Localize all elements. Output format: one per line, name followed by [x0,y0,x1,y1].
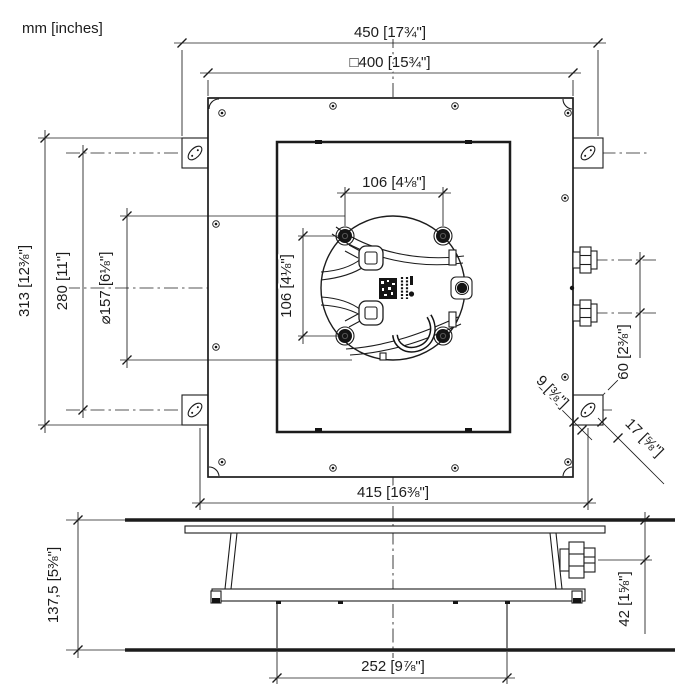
foot [276,601,281,604]
units-label: mm [inches] [22,20,103,37]
tab [465,140,472,144]
dimension-label: 415 [16⅜"] [357,484,429,501]
dim-fitting-depth: 42 [1⅝"] [598,512,652,634]
left-wall [224,532,232,590]
dim-fitting-spacing: 60 [2⅜"] [613,252,646,382]
flange [211,588,586,602]
dim-ear-spacing: 280 [11"] [52,145,89,418]
ear-bottom-right [572,394,604,426]
tab [315,428,322,432]
hook [392,314,436,353]
foot [338,601,343,604]
ear-top-left [181,137,209,169]
dimension-label: 42 [1⅝"] [616,571,633,626]
dim-slot-length: 17 [⅝"] [596,413,669,485]
dim-overall-height: 313 [12⅜"] [14,130,182,433]
hex-fitting-lower [572,299,598,327]
coupler [448,249,457,266]
corner-detail [208,466,220,477]
flange-clip-left [210,590,222,604]
tab [315,140,322,144]
corner-detail [562,98,573,110]
screw [433,226,453,246]
right-wall-inner [549,532,557,590]
dim-duct-width: 252 [9⅞"] [269,652,515,684]
dimension-line [535,383,593,441]
centerline-point [569,285,575,291]
dimension-label: 106 [4⅛"] [278,254,295,318]
dimension-line [597,417,665,485]
left-wall-inner [230,532,238,590]
square-boss-lower [358,300,384,326]
dim-plate-size: □400 [15¾"] [200,52,581,96]
ear-top-right [572,137,604,169]
tab [465,428,472,432]
qr-code [379,278,397,299]
dimension-label: 106 [4⅛"] [362,174,426,191]
section-view: 137,5 [5⅜"] 42 [1⅝"] 252 [9⅞"] [43,506,675,684]
dimension-label: 137,5 [5⅜"] [45,547,62,623]
mounting-ears [181,137,604,426]
ear-bottom-left [181,394,209,426]
dimension-label: 280 [11"] [54,252,71,310]
right-wall [555,532,563,590]
screw [335,326,355,346]
dimension-label: 252 [9⅞"] [361,658,425,675]
dimension-label: 60 [2⅜"] [615,324,632,379]
dimension-label: 17 [⅝"] [622,415,667,460]
bottom-notch [379,352,387,361]
foot [453,601,458,604]
corner-detail [208,98,220,110]
dim-screw-spacing-h: 106 [4⅛"] [337,172,451,226]
valve-body [320,215,473,361]
screw [433,326,453,346]
hex-fitting-upper [572,246,598,274]
dimension-label: ⌀157 [6⅛"] [97,252,114,325]
dimension-label: 450 [17¾"] [354,24,426,41]
right-boss [450,276,473,300]
hex-fitting-section [559,541,596,579]
corner-detail [562,466,573,477]
flange-clip-right [571,590,583,604]
dim-flange-width: 415 [16⅜"] [192,428,596,510]
dim-install-depth: 137,5 [5⅜"] [43,512,126,658]
dim-body-diameter: ⌀157 [6⅛"] [95,208,352,368]
housing-box [275,140,512,434]
hex-fittings-plan [572,246,598,327]
cover-plate-section [184,525,606,534]
dimension-label: 313 [12⅜"] [16,245,33,317]
micro-label [400,276,415,299]
screw [335,226,355,246]
dim-overall-width: 450 [17¾"] [174,22,606,136]
dim-screw-spacing-v: 106 [4⅛"] [276,228,338,344]
dimension-label: □400 [15¾"] [349,54,430,71]
housing-outline [275,140,512,434]
square-boss-upper [358,245,384,271]
coupler [448,311,457,328]
top-view: 450 [17¾"] □400 [15¾"] 106 [4⅛"] 106 [4⅛… [14,22,669,510]
housing-section [210,532,596,648]
